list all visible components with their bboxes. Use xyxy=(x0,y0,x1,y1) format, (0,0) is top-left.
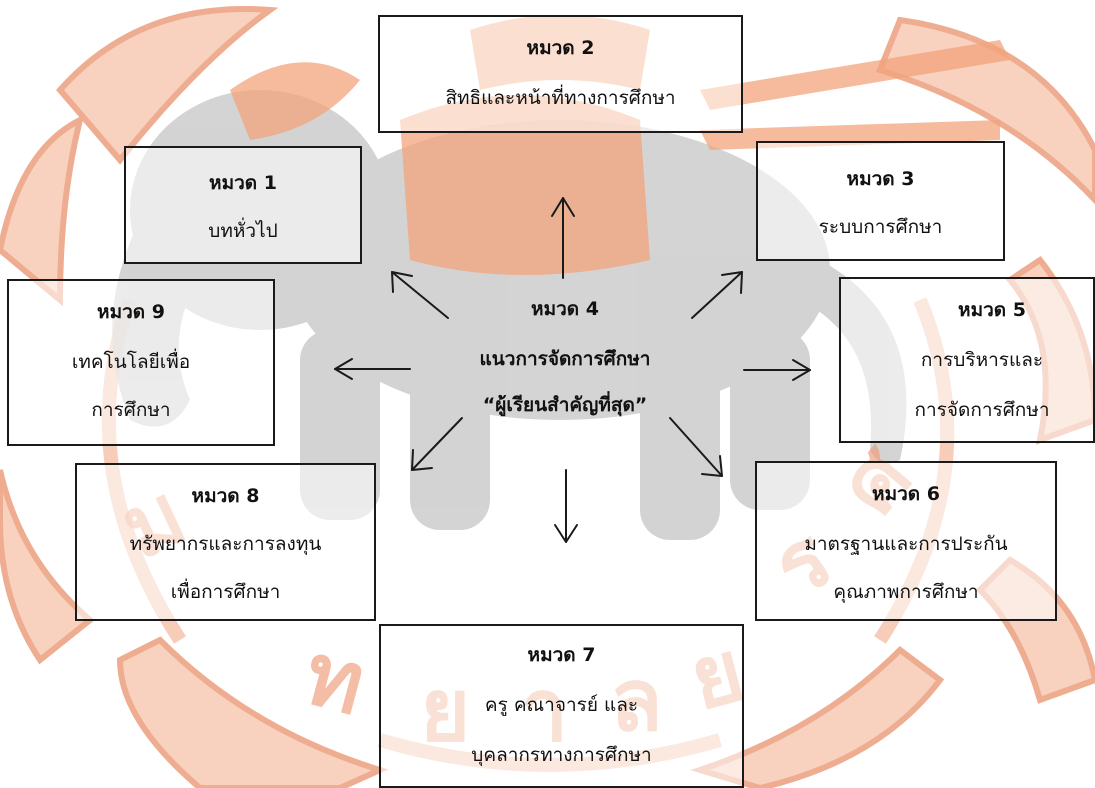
arrow-to-ch5 xyxy=(743,359,811,381)
arrow-to-ch9 xyxy=(334,358,411,380)
arrow-to-ch8 xyxy=(411,417,463,471)
node-title: หมวด 8 xyxy=(191,485,260,507)
arrow-to-ch1 xyxy=(391,271,449,319)
node-chapter-4-center: หมวด 4 แนวการจัดการศึกษา “ผู้เรียนสำคัญท… xyxy=(420,298,710,428)
node-chapter-7: หมวด 7 ครู คณาจารย์ และ บุคลากรทางการศึก… xyxy=(379,624,744,788)
node-title: หมวด 1 xyxy=(209,172,277,194)
node-title: หมวด 6 xyxy=(872,483,940,505)
arrow-to-ch3 xyxy=(691,271,743,319)
node-chapter-3: หมวด 3 ระบบการศึกษา xyxy=(756,141,1005,261)
node-chapter-9: หมวด 9 เทคโนโลยีเพื่อ การศึกษา xyxy=(7,279,275,446)
node-text-2: การศึกษา xyxy=(91,399,171,421)
arrow-to-ch7 xyxy=(554,469,578,543)
node-chapter-1: หมวด 1 บทหั่วไป xyxy=(124,146,362,264)
node-title: หมวด 5 xyxy=(958,299,1026,321)
node-text: บทหั่วไป xyxy=(208,220,278,242)
node-chapter-5: หมวด 5 การบริหารและ การจัดการศึกษา xyxy=(839,277,1095,443)
center-text: แนวการจัดการศึกษา xyxy=(479,348,651,370)
center-text-2: “ผู้เรียนสำคัญที่สุด” xyxy=(482,394,648,416)
node-text-2: บุคลากรทางการศึกษา xyxy=(471,744,652,766)
node-chapter-2: หมวด 2 สิทธิและหน้าที่ทางการศึกษา xyxy=(378,15,743,133)
node-text: ระบบการศึกษา xyxy=(818,216,943,238)
node-text: สิทธิและหน้าที่ทางการศึกษา xyxy=(445,87,676,109)
node-title: หมวด 3 xyxy=(846,168,915,190)
node-title: หมวด 2 xyxy=(526,37,595,59)
node-text: เทคโนโลยีเพื่อ xyxy=(71,351,191,373)
arrow-to-ch6 xyxy=(669,417,723,477)
node-text-2: เพื่อการศึกษา xyxy=(170,581,281,603)
node-title: หมวด 9 xyxy=(97,301,165,323)
node-chapter-6: หมวด 6 มาตรฐานและการประกัน คุณภาพการศึกษ… xyxy=(755,461,1057,621)
node-text: มาตรฐานและการประกัน xyxy=(804,533,1008,555)
arrow-to-ch2 xyxy=(551,197,575,279)
node-text-2: การจัดการศึกษา xyxy=(914,399,1050,421)
center-title: หมวด 4 xyxy=(531,298,599,320)
node-text: ทรัพยากรและการลงทุน xyxy=(129,533,322,555)
node-text: การบริหารและ xyxy=(920,349,1044,371)
node-text: ครู คณาจารย์ และ xyxy=(484,694,639,716)
node-text-2: คุณภาพการศึกษา xyxy=(833,581,979,603)
node-chapter-8: หมวด 8 ทรัพยากรและการลงทุน เพื่อการศึกษา xyxy=(75,463,376,621)
node-title: หมวด 7 xyxy=(527,644,596,666)
